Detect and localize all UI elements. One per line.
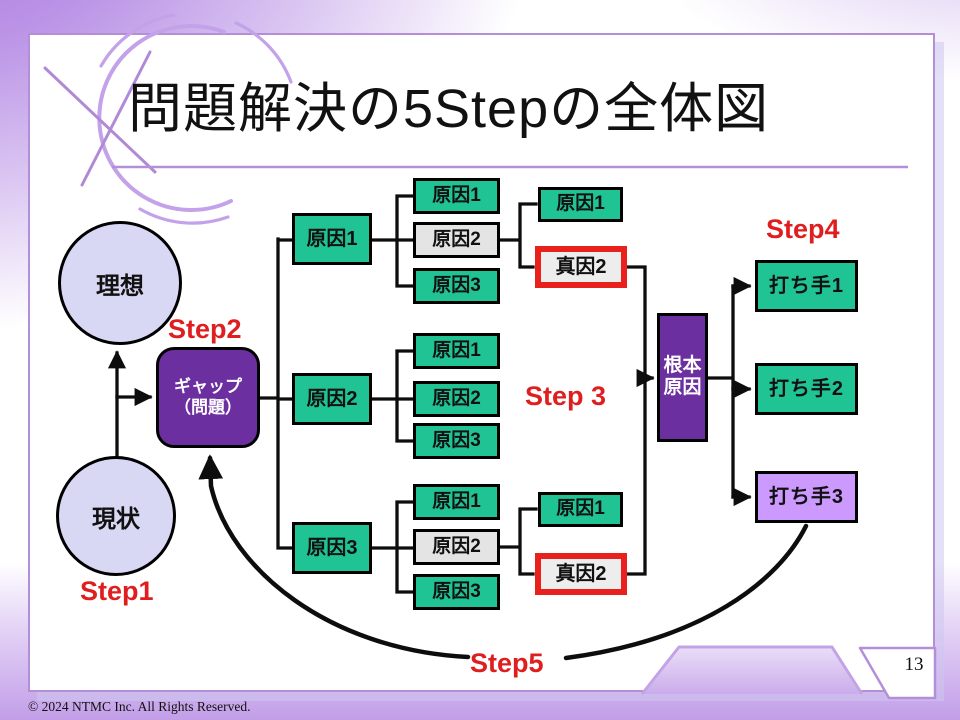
countermeasure-2-label: 打ち手2 <box>768 378 845 400</box>
countermeasure-2-box: 打ち手2 <box>755 363 858 415</box>
group3-subcause-2-label: 原因2 <box>432 535 481 557</box>
deep1-true-cause-label: 真因2 <box>555 256 607 278</box>
step2-label: Step2 <box>168 314 242 344</box>
root-cause-line2: 原因 <box>663 377 702 398</box>
group2-subcause-2: 原因2 <box>413 381 500 417</box>
group1-subcause-1: 原因1 <box>413 178 500 214</box>
step3-label: Step 3 <box>525 381 607 411</box>
group3-subcause-1-label: 原因1 <box>432 490 481 512</box>
group2-subcause-3: 原因3 <box>413 423 500 459</box>
countermeasure-1-label: 打ち手1 <box>768 275 845 297</box>
step1-label: Step1 <box>80 576 154 606</box>
group2-subcause-2-label: 原因2 <box>432 387 481 409</box>
page-number: 13 <box>904 654 924 675</box>
gap-line2: （問題） <box>174 397 242 417</box>
slide-title: 問題解決の5Stepの全体図 <box>128 79 770 139</box>
root-cause-line1: 根本 <box>663 355 702 377</box>
cause-2-box: 原因2 <box>292 373 372 425</box>
deep2-cause-box: 原因1 <box>538 492 623 527</box>
root-cause-box: 根本 原因 <box>657 313 708 442</box>
cause-2-label: 原因2 <box>306 388 358 410</box>
ideal-circle: 理想 <box>58 221 182 345</box>
gap-box: ギャップ （問題） <box>156 347 260 448</box>
countermeasure-1-box: 打ち手1 <box>755 260 858 312</box>
deep1-cause-box: 原因1 <box>538 187 623 222</box>
countermeasure-3-label: 打ち手3 <box>768 486 845 508</box>
deep2-true-cause-label: 真因2 <box>555 563 607 585</box>
cause-3-label: 原因3 <box>306 537 358 559</box>
countermeasure-3-box: 打ち手3 <box>755 471 858 523</box>
group1-subcause-3-label: 原因3 <box>432 274 481 296</box>
cause-3-box: 原因3 <box>292 522 372 574</box>
group2-subcause-1: 原因1 <box>413 333 500 369</box>
group3-subcause-1: 原因1 <box>413 484 500 520</box>
ideal-label: 理想 <box>96 272 144 300</box>
deep2-cause-label: 原因1 <box>556 498 605 520</box>
group1-subcause-3: 原因3 <box>413 268 500 304</box>
gap-line1: ギャップ <box>174 376 242 396</box>
step5-label: Step5 <box>470 648 544 678</box>
deep1-true-cause-box: 真因2 <box>535 246 627 288</box>
current-circle: 現状 <box>56 456 176 576</box>
step4-label: Step4 <box>766 214 840 244</box>
deep1-cause-label: 原因1 <box>556 193 605 215</box>
group1-subcause-2-label: 原因2 <box>432 228 481 250</box>
group3-subcause-3: 原因3 <box>413 574 500 610</box>
current-label: 現状 <box>92 505 140 533</box>
deep2-true-cause-box: 真因2 <box>535 553 627 595</box>
copyright-footer: © 2024 NTMC Inc. All Rights Reserved. <box>28 699 251 714</box>
group1-subcause-1-label: 原因1 <box>432 184 481 206</box>
cause-1-label: 原因1 <box>306 228 358 250</box>
group1-subcause-2: 原因2 <box>413 222 500 258</box>
group3-subcause-3-label: 原因3 <box>432 580 481 602</box>
group2-subcause-1-label: 原因1 <box>432 339 481 361</box>
group2-subcause-3-label: 原因3 <box>432 429 481 451</box>
cause-1-box: 原因1 <box>292 213 372 265</box>
group3-subcause-2: 原因2 <box>413 529 500 565</box>
